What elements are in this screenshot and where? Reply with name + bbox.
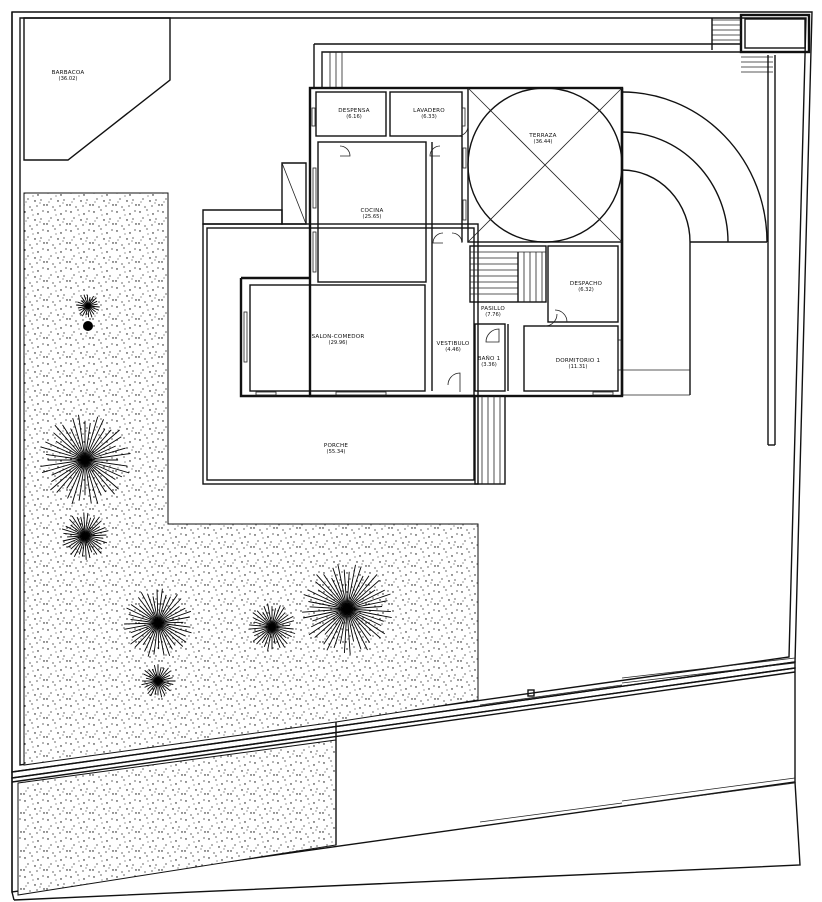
label-terraza: TERRAZA	[528, 133, 556, 139]
interior-stairs	[469, 245, 547, 303]
label-salon-comedor: SALON-COMEDOR	[312, 334, 365, 340]
label-lavadero: LAVADERO	[413, 108, 445, 114]
area-salon-comedor: (29.96)	[329, 340, 348, 346]
label-pasillo: PASILLO	[481, 306, 505, 312]
interior-walls	[249, 87, 623, 392]
area-cocina: (25.65)	[363, 214, 382, 220]
label-barbacoa: BARBACOA	[52, 70, 85, 76]
label-despensa: DESPENSA	[338, 108, 370, 114]
label-vestibulo: VESTIBULO	[436, 341, 469, 347]
terraza-pergola	[467, 87, 623, 243]
area-pasillo: (7.76)	[485, 312, 501, 318]
doors	[243, 107, 622, 396]
area-lavadero: (6.33)	[421, 114, 437, 120]
area-porche: (55.34)	[327, 449, 346, 455]
terrace-walls	[313, 43, 776, 446]
label-despacho: DESPACHO	[570, 281, 603, 287]
plot-boundary	[11, 11, 813, 901]
tree-icon	[76, 294, 100, 318]
area-vestibulo: (4.46)	[445, 347, 461, 353]
garden-area	[17, 192, 479, 896]
tree-icon	[61, 512, 109, 560]
label-porche: PORCHE	[324, 443, 348, 449]
porche-area	[202, 162, 479, 485]
tree-icon	[40, 414, 131, 505]
area-despensa: (6.16)	[346, 114, 362, 120]
tree-icon	[141, 664, 175, 698]
area-despacho: (6.32)	[578, 287, 594, 293]
area-terraza: (36.44)	[534, 139, 553, 145]
tree-icon	[124, 588, 192, 657]
label-bano-1: BAÑO 1	[478, 355, 501, 362]
entry-steps	[474, 395, 506, 485]
tree-icon	[248, 603, 296, 651]
area-bano-1: (3.36)	[481, 362, 497, 368]
label-cocina: COCINA	[360, 208, 383, 214]
room-labels: BARBACOA (36.02) DESPENSA (6.16) LAVADER…	[52, 70, 603, 455]
area-barbacoa: (36.02)	[59, 76, 78, 82]
trees	[40, 294, 392, 698]
barbacoa-area	[19, 17, 171, 161]
label-dormitorio-1: DORMITORIO 1	[556, 358, 601, 364]
terrace-curves	[621, 91, 768, 396]
shrub-icon	[83, 321, 93, 331]
tree-icon	[302, 564, 392, 655]
area-dormitorio-1: (11.31)	[569, 364, 588, 370]
